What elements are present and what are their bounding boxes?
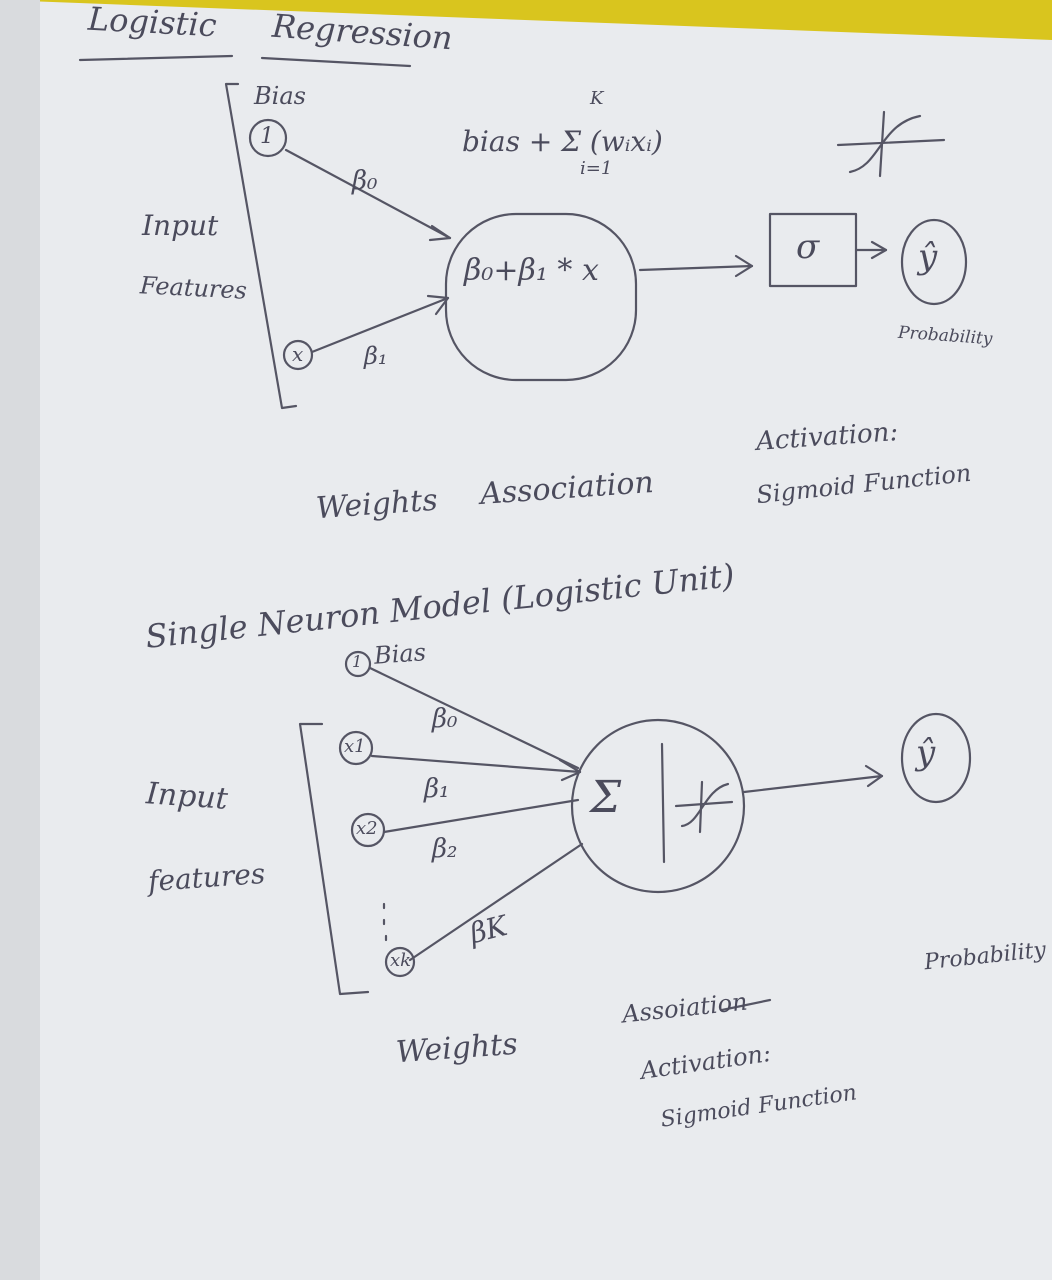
d1-neuron-body (444, 212, 638, 382)
d2-output-symbol: ŷ (916, 733, 936, 773)
d2-node-xk (384, 946, 416, 978)
d1-output-node (900, 218, 968, 306)
d2-output-node (900, 712, 972, 804)
title-underline-1 (78, 54, 234, 62)
d2-weights-label: Weights (394, 1026, 519, 1071)
d2-weight-k: βK (466, 909, 511, 951)
d1-arrowhead-output (870, 240, 888, 260)
d2-input-bracket (298, 722, 370, 996)
d2-neuron-body (570, 718, 746, 894)
d1-sigmoid-sketch-curve (848, 114, 922, 174)
d1-input-label-2: Features (139, 271, 248, 305)
d2-bias-label: Bias (373, 638, 427, 670)
d1-edge-bias (284, 148, 452, 240)
d2-edge-xk (408, 842, 584, 962)
d2-node-xk-label: xk (390, 950, 412, 971)
d2-edge-to-output (742, 774, 884, 794)
paper-binding-shadow (0, 0, 40, 1280)
d2-arrowheads-in (558, 758, 582, 782)
d2-activation-glyph-curve (680, 782, 730, 828)
d1-edge-to-sigmoid (638, 264, 754, 272)
d1-arrowhead-bias (428, 224, 452, 242)
d2-sum-symbol: Σ (590, 772, 622, 823)
d2-neuron-divider (660, 742, 666, 864)
d2-edge-x1 (370, 754, 582, 774)
d2-weight-1: β₁ (424, 774, 450, 804)
d1-sigma-symbol: σ (796, 227, 820, 267)
d1-formula: bias + Σ (wᵢxᵢ) (462, 125, 663, 158)
d1-weight-1: β₁ (364, 342, 388, 370)
d1-edge-input (310, 296, 450, 354)
d2-input-label-2: features (146, 856, 267, 899)
d1-input-label-1: Input (142, 209, 219, 242)
d1-output-symbol: ŷ (918, 237, 938, 277)
d1-weight-0: β₀ (352, 166, 378, 196)
d1-input-bracket (224, 82, 298, 410)
d1-sum-lower: i=1 (580, 158, 613, 179)
d1-arrowhead-sigmoid (734, 254, 754, 278)
d2-activation-glyph-axis-y (698, 780, 704, 834)
d2-edge-bias (368, 666, 580, 770)
d2-node-x1 (338, 730, 374, 766)
d2-arrowhead-output (864, 764, 884, 788)
d2-node-x1-label: x1 (344, 736, 366, 757)
d2-edge-x2 (382, 798, 580, 834)
d2-association-underline (720, 998, 772, 1012)
d2-ellipsis-dots (382, 902, 388, 942)
d2-input-label-1: Input (144, 776, 229, 817)
d2-node-x2 (350, 812, 386, 848)
d1-arrowhead-input (426, 294, 450, 316)
d1-input-node-label: x (292, 342, 304, 366)
d1-bias-node-label: 1 (260, 124, 274, 149)
d1-sum-upper: K (590, 88, 604, 109)
d1-neuron-expression: β₀+β₁ * x (464, 253, 599, 288)
d2-weight-2: β₂ (432, 834, 458, 864)
title-underline-2 (260, 56, 412, 68)
d1-sigmoid-sketch-axis-x (836, 138, 946, 147)
d2-node-x2-label: x2 (356, 818, 378, 839)
title-logistic: Logistic (87, 0, 218, 45)
d2-weight-0: β₀ (432, 704, 458, 734)
d1-bias-label: Bias (254, 82, 306, 110)
d2-bias-node (344, 650, 372, 678)
d1-input-node (282, 339, 314, 371)
d1-weights-label: Weights (314, 482, 439, 527)
d1-bias-node (248, 118, 288, 158)
d2-bias-node-label: 1 (352, 652, 363, 671)
